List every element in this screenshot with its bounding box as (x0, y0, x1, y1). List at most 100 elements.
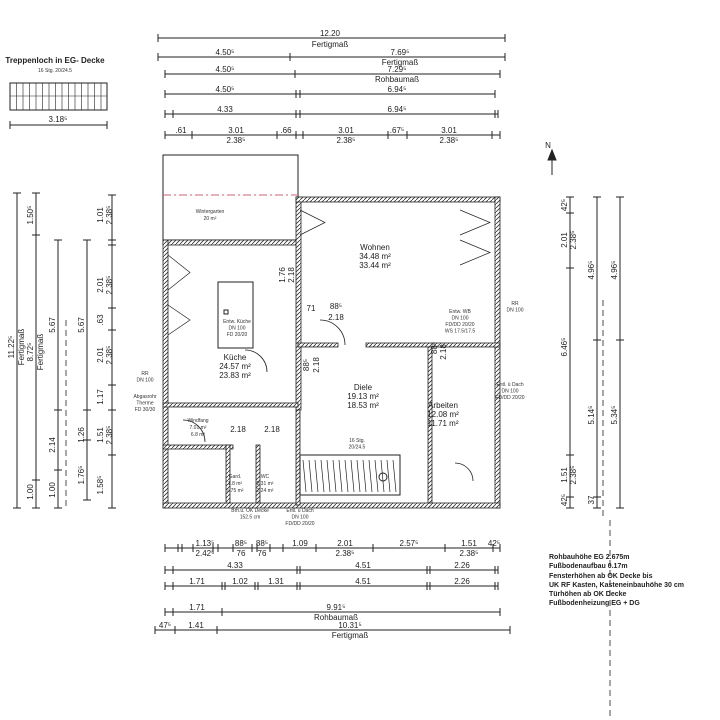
left-dimension: 2.14 (48, 437, 57, 453)
inner-dimension: 2.18 (230, 425, 246, 434)
annotation: Abgasrohr (133, 394, 156, 400)
window-swing (459, 209, 491, 236)
left-dimension: Fertigmaß (17, 329, 26, 366)
left-dimension: 1.00 (26, 484, 35, 500)
room-name: Arbeiten (428, 401, 458, 410)
room-area: 34.48 m² (359, 252, 391, 261)
annotation: DN 100 (502, 389, 519, 395)
bottom-dimension: 2.38⁵ (336, 549, 355, 558)
kitchen-island (217, 281, 254, 349)
annotation: RR (511, 301, 519, 307)
bottom-dimension: Fertigmaß (332, 631, 369, 640)
room-area: 1.8 m² (228, 481, 243, 487)
inner-dimension: 1.76 (278, 267, 287, 283)
annotation: Entl. ü Dach (496, 382, 523, 388)
bottom-dimension: 4.51 (355, 561, 371, 570)
window-swing (167, 254, 191, 291)
bottom-dimension: Rohbaumaß (314, 613, 358, 622)
left-dimension: 11.22⁵ (7, 336, 16, 359)
top-dimension: 7.69⁵ (391, 48, 410, 57)
window-swing (299, 209, 326, 236)
top-dimension: .61 (175, 126, 187, 135)
left-dimension: 5.67 (48, 317, 57, 333)
left-dimension: 1.76⁵ (77, 466, 86, 485)
room-area: 12.08 m² (427, 410, 459, 419)
wall (295, 409, 301, 506)
stair-step (338, 459, 343, 493)
drain-symbol (223, 309, 229, 315)
top-dimension: .67⁵ (390, 126, 404, 135)
stair-step (320, 459, 325, 493)
top-dimension: .66 (280, 126, 292, 135)
inner-dimension: 88⁵ (430, 342, 439, 354)
annotation: Entl. ü Dach (286, 508, 313, 514)
bottom-dimension: 1.71 (189, 603, 205, 612)
left-dimension: 2.01 (96, 347, 105, 363)
door-swing (182, 419, 206, 443)
wall (297, 342, 339, 348)
top-dimension: Fertigmaß (382, 58, 419, 67)
right-dimension: 2.01 (560, 232, 569, 248)
north-label: N (545, 141, 551, 150)
stair-opening-title: Treppenloch in EG- Decke (5, 56, 105, 65)
right-dimension: 5.14⁵ (587, 406, 596, 425)
stair-step (368, 459, 373, 493)
wall (255, 444, 261, 504)
room-area: 19.13 m² (347, 392, 379, 401)
note-line: Fußbodenaufbau 0.17m (549, 563, 628, 571)
bottom-dimension: 76 (237, 549, 246, 558)
annotation: WS 17.5/17.5 (445, 329, 476, 335)
annotation: FD 30/30 (135, 407, 156, 413)
room-area: 1.75 m² (227, 488, 244, 494)
top-dimension: 12.20 (320, 29, 341, 38)
left-dimension: 2.01 (96, 277, 105, 293)
inner-dimension: 2.18 (312, 357, 321, 373)
bottom-dimension: 4.51 (355, 577, 371, 586)
right-dimension: 1.51 (560, 467, 569, 483)
right-dimension: 4.96⁵ (587, 261, 596, 280)
room-area: 33.44 m² (359, 261, 391, 270)
door-swing (454, 462, 474, 482)
annotation: 152.5 cm (240, 515, 261, 521)
annotation: Entw. WB (449, 309, 471, 315)
stair-step (380, 459, 385, 493)
note-line: Rohbauhöhe EG 2.675m (549, 554, 630, 561)
note-line: Türhöhen ab OK Decke (549, 591, 627, 599)
left-dimension: 1.50⁵ (26, 206, 35, 225)
annotation: FD/DD 20/20 (445, 322, 474, 328)
top-dimension: 3.01 (441, 126, 457, 135)
right-dimension: 42⁵ (560, 199, 569, 211)
room-area: 2.24 m² (257, 488, 274, 494)
top-dimension: 4.50⁵ (216, 48, 235, 57)
wall (225, 444, 231, 504)
stair-step (362, 459, 367, 493)
wall (295, 196, 302, 411)
right-dimension: 5.34⁵ (610, 406, 619, 425)
annotation: Therme (136, 401, 153, 407)
bottom-dimension: 2.42⁵ (196, 549, 215, 558)
bottom-dimension: 2.26 (454, 577, 470, 586)
left-dimension: 1.58⁵ (96, 476, 105, 495)
bottom-dimension: 1.71 (189, 577, 205, 586)
bottom-dimension: 10.31⁵ (338, 621, 361, 630)
wintergarten-outline (162, 154, 299, 241)
left-dimension: .63 (96, 314, 105, 326)
left-dimension: 2.38⁵ (105, 426, 114, 445)
stair-step (326, 459, 331, 493)
room-area: 20 m² (204, 216, 217, 222)
annotation: DN 100 (507, 308, 524, 314)
room-name: Diele (354, 383, 373, 392)
top-dimension: 6.94⁵ (388, 85, 407, 94)
door-swing (244, 349, 268, 373)
right-dimension: 6.46⁵ (560, 338, 569, 357)
room-area: 7.01 m² (190, 425, 207, 431)
top-dimension: 4.33 (217, 105, 233, 114)
right-dimension: 4.96⁵ (610, 261, 619, 280)
room-area: 2.31 m² (257, 481, 274, 487)
wall (365, 342, 501, 348)
inner-dimension: 88⁵ (302, 359, 311, 371)
room-name: Küche (224, 353, 247, 362)
top-dimension: 3.01 (228, 126, 244, 135)
stair-step (308, 459, 313, 493)
annotation: DN 100 (452, 316, 469, 322)
